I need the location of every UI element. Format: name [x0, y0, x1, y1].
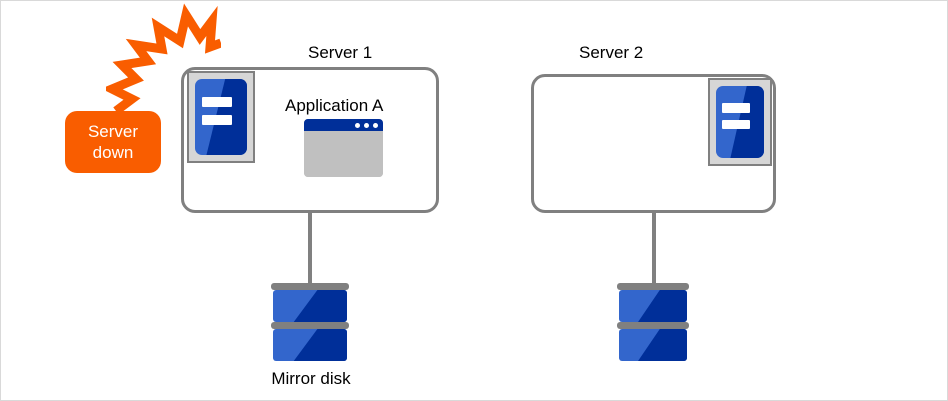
disk2-bar-top	[617, 283, 689, 290]
disk1-bar-mid	[271, 322, 349, 329]
server1-server-icon	[187, 71, 255, 163]
server-icon-bar-1	[201, 97, 232, 108]
application-window-body	[304, 131, 383, 177]
window-dot-1	[355, 122, 360, 128]
window-dot-3	[373, 122, 378, 128]
connector-server2-disk2	[652, 213, 656, 285]
disk1-platter-2	[273, 329, 347, 361]
window-dot-2	[364, 122, 369, 128]
disk1-platter-2-shade	[293, 329, 347, 361]
mirror-disk-label: Mirror disk	[271, 369, 351, 388]
server-icon-body	[195, 79, 247, 155]
alert-line-1: Server	[87, 122, 139, 141]
burst-icon	[101, 3, 223, 115]
server-icon-bar-2	[722, 119, 751, 130]
connector-server1-disk1	[308, 213, 312, 285]
disk1-platter-1-shade	[293, 290, 347, 322]
application-window-icon	[304, 119, 383, 177]
disk-stack-icon-1	[271, 283, 349, 363]
server1-title: Server 1	[308, 43, 373, 62]
server2-title: Server 2	[579, 43, 644, 62]
disk2-platter-1	[619, 290, 687, 322]
disk2-platter-1-shade	[638, 290, 687, 322]
disk2-bar-mid	[617, 322, 689, 329]
server-icon-bar-1	[722, 103, 751, 113]
disk1-bar-top	[271, 283, 349, 290]
server-icon-body	[716, 86, 764, 158]
server-icon-bar-2	[201, 114, 232, 125]
disk2-platter-2-shade	[638, 329, 687, 361]
disk-stack-icon-2	[617, 283, 689, 363]
server2-server-icon	[708, 78, 772, 166]
disk2-platter-2	[619, 329, 687, 361]
disk1-platter-1	[273, 290, 347, 322]
alert-line-2: down	[92, 143, 134, 162]
application-a-label: Application A	[285, 96, 384, 115]
status-badge-server-down: Server down	[65, 111, 161, 173]
application-window-titlebar	[304, 119, 383, 131]
